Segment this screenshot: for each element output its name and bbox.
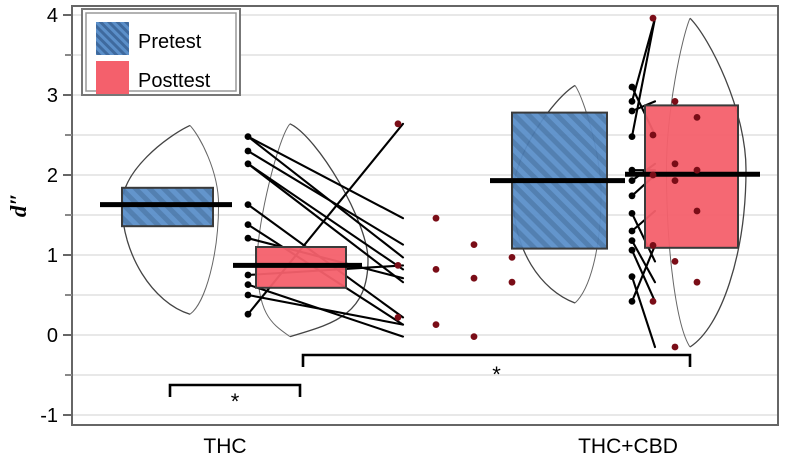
data-point [244, 271, 252, 279]
data-point [628, 210, 636, 217]
y-tick-label: 2 [47, 165, 58, 187]
violin-outline [289, 123, 369, 338]
data-point [394, 314, 402, 321]
paired-connector [630, 244, 657, 303]
y-tick-label: 3 [47, 85, 58, 107]
data-point [628, 273, 636, 280]
box-plots [100, 104, 760, 289]
paired-connector [246, 162, 405, 271]
data-point [394, 120, 402, 128]
data-point [628, 177, 636, 185]
data-point [671, 343, 679, 351]
paired-connector [630, 239, 657, 284]
data-point [244, 234, 252, 242]
x-category-label: THC [203, 435, 246, 458]
data-point [244, 133, 252, 141]
data-point [244, 221, 252, 229]
axis-labels: 4 3 2 1 0 -1 d″ THC THC+CBD [6, 5, 678, 458]
significance-bracket [168, 383, 302, 397]
data-point [508, 278, 516, 286]
data-point [649, 14, 657, 22]
data-point [671, 160, 679, 168]
data-point [671, 177, 679, 185]
significance-asterisk: * [492, 362, 501, 387]
data-point [394, 262, 402, 269]
legend-box-inner [85, 12, 237, 92]
axes [63, 5, 779, 426]
data-point [470, 241, 478, 249]
data-point [628, 298, 636, 305]
data-point [628, 166, 636, 174]
data-point [628, 192, 636, 200]
data-point [649, 298, 657, 305]
legend-label-pretest[interactable]: Pretest [138, 31, 202, 53]
data-point [693, 114, 701, 121]
data-point [244, 281, 252, 288]
data-point [432, 321, 440, 328]
y-axis-label: d″ [6, 193, 31, 217]
data-point [628, 227, 636, 235]
data-point [649, 171, 657, 179]
legend-swatch-pretest[interactable] [96, 22, 129, 55]
violin-outline [689, 17, 747, 348]
paired-connector [630, 17, 657, 138]
data-point [693, 207, 701, 215]
significance-bracket [301, 353, 692, 367]
data-point [628, 83, 636, 91]
data-point [508, 254, 516, 261]
data-point [244, 201, 252, 209]
significance-asterisk: * [231, 389, 240, 414]
significance-annotations: ** [168, 353, 692, 414]
data-point [244, 147, 252, 155]
data-point [671, 98, 679, 105]
data-points [244, 14, 701, 351]
data-point [628, 237, 636, 245]
data-point [432, 266, 440, 273]
y-tick-label: 0 [47, 325, 58, 347]
data-point [693, 166, 701, 174]
paired-connector [630, 17, 657, 103]
data-point [628, 98, 636, 105]
y-tick-label: -1 [40, 405, 58, 427]
legend-label-posttest[interactable]: Posttest [138, 70, 211, 92]
data-point [649, 131, 657, 139]
data-point [432, 214, 440, 222]
data-point [693, 278, 701, 286]
y-tick-label: 4 [47, 5, 58, 27]
data-point [244, 291, 252, 299]
x-category-label: THC+CBD [578, 435, 678, 458]
paired-connector [630, 100, 657, 113]
y-tick-label: 1 [47, 245, 58, 267]
paired-connector [246, 162, 405, 284]
data-point [244, 160, 252, 168]
data-point [628, 133, 636, 141]
paired-connector [246, 293, 405, 326]
data-point [628, 246, 636, 254]
paired-connector [246, 135, 405, 220]
paired-connector [630, 275, 657, 349]
data-point [649, 242, 657, 249]
data-point [671, 258, 679, 265]
data-point [244, 310, 252, 318]
paired-connector [246, 149, 405, 246]
data-point [628, 107, 636, 115]
data-point [470, 274, 478, 282]
data-point [470, 333, 478, 340]
legend-swatch-posttest[interactable] [96, 61, 129, 94]
